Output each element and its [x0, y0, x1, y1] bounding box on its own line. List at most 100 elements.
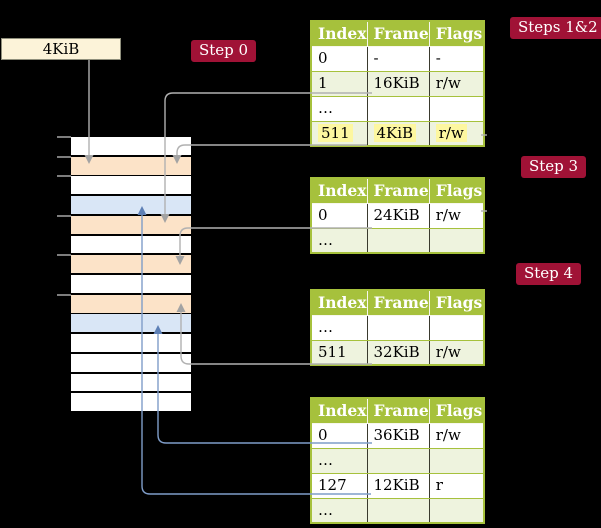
column-header-index: Index [310, 397, 368, 424]
cell-index: 511 [310, 339, 367, 366]
cell-flags: r/w [428, 339, 485, 366]
badge-step-0: Step 0 [191, 40, 257, 62]
cell-frame: 12KiB [366, 472, 430, 499]
cell-index: … [310, 497, 367, 524]
badge-step-0-label: Step 0 [199, 41, 249, 59]
badge-step-4-label: Step 4 [524, 264, 574, 282]
column-header-frame: Frame [366, 20, 430, 47]
memory-row-blue [71, 314, 191, 333]
table-row: … [310, 227, 485, 254]
memory-row-white [71, 176, 191, 195]
column-header-index: Index [310, 289, 368, 316]
badge-step-3-label: Step 3 [529, 157, 579, 175]
column-header-frame: Frame [366, 289, 430, 316]
cell-frame [366, 95, 430, 122]
frame-size-label: 4KiB [42, 40, 80, 58]
memory-row-white [71, 137, 191, 155]
cell-flags: r/w [428, 120, 485, 147]
memory-tick [57, 254, 71, 257]
badge-steps-1-2: Steps 1&2 [510, 17, 601, 39]
memory-row-white [71, 334, 191, 352]
memory-row-peach [71, 215, 191, 234]
memory-row-white [71, 373, 191, 392]
table-row: 0-- [310, 45, 485, 72]
cell-flags [428, 497, 485, 524]
table-row: … [310, 447, 485, 474]
cell-flags [428, 227, 485, 254]
cell-flags: r [428, 472, 485, 499]
cell-flags: - [428, 45, 485, 72]
cell-frame [366, 497, 430, 524]
column-header-frame: Frame [366, 397, 430, 424]
cell-index: 0 [310, 45, 367, 72]
cell-frame: 16KiB [366, 70, 430, 97]
cell-index: 1 [310, 70, 367, 97]
cell-flags: r/w [428, 202, 485, 229]
cell-frame [366, 447, 430, 474]
column-header-flags: Flags [428, 397, 485, 424]
cell-flags [428, 314, 485, 341]
memory-row-blue [71, 196, 191, 214]
column-header-index: Index [310, 20, 368, 47]
column-header-flags: Flags [428, 289, 485, 316]
cell-frame: 24KiB [366, 202, 430, 229]
cell-flags: r/w [428, 70, 485, 97]
cell-index: … [310, 227, 367, 254]
cell-frame: 4KiB [366, 120, 430, 147]
cell-index: … [310, 447, 367, 474]
table-row: 511 4KiB r/w [310, 120, 485, 147]
cell-frame: 36KiB [366, 422, 430, 449]
column-header-flags: Flags [428, 177, 485, 204]
column-header-flags: Flags [428, 20, 485, 47]
column-header-index: Index [310, 177, 368, 204]
table-row: … [310, 497, 485, 524]
memory-row-white [71, 353, 191, 372]
highlighted-value: 511 [318, 123, 353, 142]
memory-tick [57, 136, 71, 138]
table-row: … [310, 314, 485, 341]
memory-tick [57, 214, 71, 217]
cell-flags [428, 447, 485, 474]
memory-tick [57, 175, 71, 178]
cell-index: 511 [310, 120, 367, 147]
memory-row-peach [71, 255, 191, 274]
badge-step-4: Step 4 [516, 263, 582, 285]
memory-row-peach [71, 156, 191, 175]
cell-index: 0 [310, 422, 367, 449]
badge-step-3: Step 3 [521, 156, 587, 178]
cell-flags [428, 95, 485, 122]
memory-row-peach [71, 294, 191, 313]
table-row: … [310, 95, 485, 122]
memory-tick [57, 155, 71, 158]
cell-index: … [310, 314, 367, 341]
cell-frame [366, 227, 430, 254]
cell-frame [366, 314, 430, 341]
badge-steps-1-2-label: Steps 1&2 [518, 18, 598, 36]
frame-size-box: 4KiB [1, 38, 121, 60]
cell-flags: r/w [428, 422, 485, 449]
memory-row-white [71, 393, 191, 412]
highlighted-value: r/w [435, 123, 467, 142]
memory-row-white [71, 275, 191, 293]
memory-row-white [71, 235, 191, 254]
arrow-pt1-entry511-to-4kib-frame [172, 144, 367, 164]
memory-tick [57, 293, 71, 296]
